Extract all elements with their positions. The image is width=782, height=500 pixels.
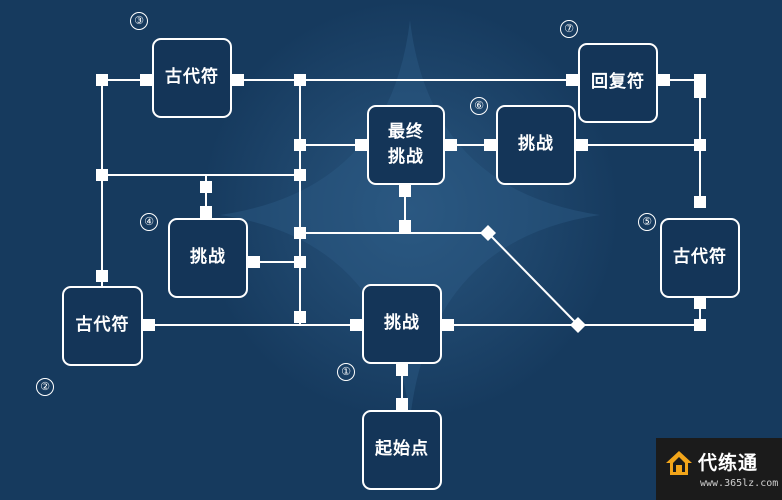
challenge-node-6[interactable]: 挑战 <box>496 105 576 185</box>
node-label-line1: 最终 <box>388 121 424 142</box>
node-label: 挑战 <box>518 134 554 155</box>
marker-6: ⑥ <box>470 97 488 115</box>
watermark-brand-name: 代练通 <box>698 452 759 474</box>
ancient-rune-node-3[interactable]: 古代符 <box>152 38 232 118</box>
marker-5: ⑤ <box>638 213 656 231</box>
node-label-line2: 挑战 <box>388 147 424 167</box>
recovery-rune-node-7[interactable]: 回复符 <box>578 43 658 123</box>
node-label: 古代符 <box>165 67 219 88</box>
marker-7: ⑦ <box>560 20 578 38</box>
watermark-badge: 代练通 www.365lz.com <box>656 438 782 500</box>
marker-1: ① <box>337 363 355 381</box>
ancient-rune-node-5[interactable]: 古代符 <box>660 218 740 298</box>
marker-3: ③ <box>130 12 148 30</box>
node-label: 挑战 <box>384 313 420 334</box>
watermark-url: www.365lz.com <box>700 478 779 489</box>
marker-2: ② <box>36 378 54 396</box>
node-label: 古代符 <box>75 315 130 336</box>
challenge-node-1[interactable]: 挑战 <box>362 284 442 364</box>
marker-4: ④ <box>140 213 158 231</box>
node-label: 起始点 <box>375 439 429 460</box>
start-point-node[interactable]: 起始点 <box>362 410 442 490</box>
final-challenge-node[interactable]: 最终 挑战 <box>367 105 445 185</box>
junction-markers <box>96 74 706 410</box>
node-label: 回复符 <box>591 72 645 93</box>
challenge-node-4[interactable]: 挑战 <box>168 218 248 298</box>
node-label: 古代符 <box>673 247 727 268</box>
ancient-rune-node-2[interactable]: 古代符 <box>62 286 143 366</box>
node-label: 挑战 <box>190 247 226 268</box>
house-icon <box>666 451 692 475</box>
